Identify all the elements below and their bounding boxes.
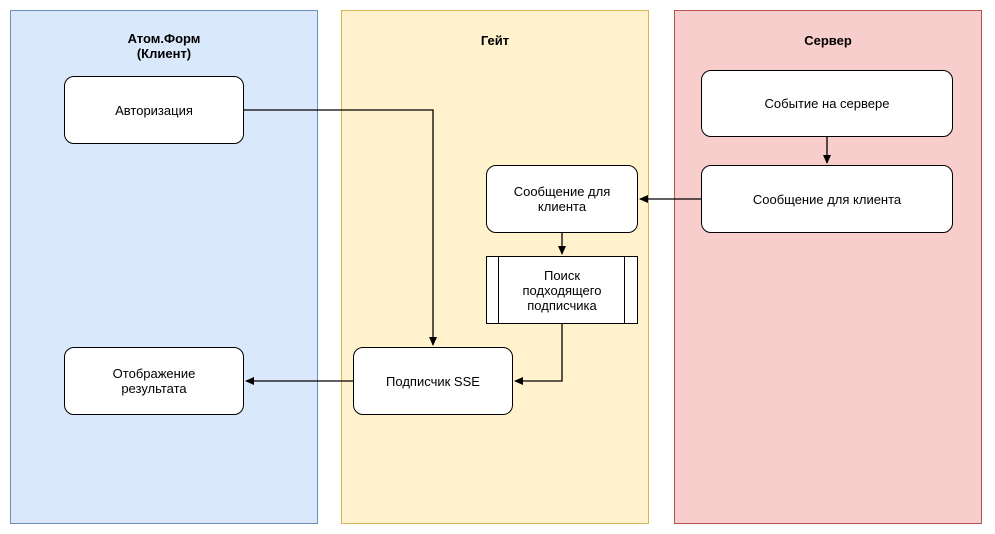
search-subscriber-node-label: Поиск подходящего подписчика (522, 267, 602, 313)
server-message-node-label: Сообщение для клиента (752, 191, 902, 207)
process-right-bar (624, 257, 625, 323)
auth-node[interactable]: Авторизация (64, 76, 244, 144)
server-event-node[interactable]: Событие на сервере (701, 70, 953, 137)
gate-message-node[interactable]: Сообщение для клиента (486, 165, 638, 233)
server-message-node[interactable]: Сообщение для клиента (701, 165, 953, 233)
server-event-node-label: Событие на сервере (764, 96, 890, 111)
sse-subscriber-node-label: Подписчик SSE (386, 373, 480, 389)
lane-server-title: Сервер (804, 33, 852, 48)
auth-node-label: Авторизация (115, 102, 193, 118)
search-subscriber-node[interactable]: Поиск подходящего подписчика (486, 256, 638, 324)
lane-gate-title: Гейт (480, 33, 510, 48)
lane-client-title: Атом.Форм (Клиент) (127, 31, 201, 61)
result-node[interactable]: Отображение результата (64, 347, 244, 415)
result-node-label: Отображение результата (112, 366, 196, 396)
sse-subscriber-node[interactable]: Подписчик SSE (353, 347, 513, 415)
gate-message-node-label: Сообщение для клиента (513, 184, 611, 214)
process-left-bar (498, 257, 499, 323)
